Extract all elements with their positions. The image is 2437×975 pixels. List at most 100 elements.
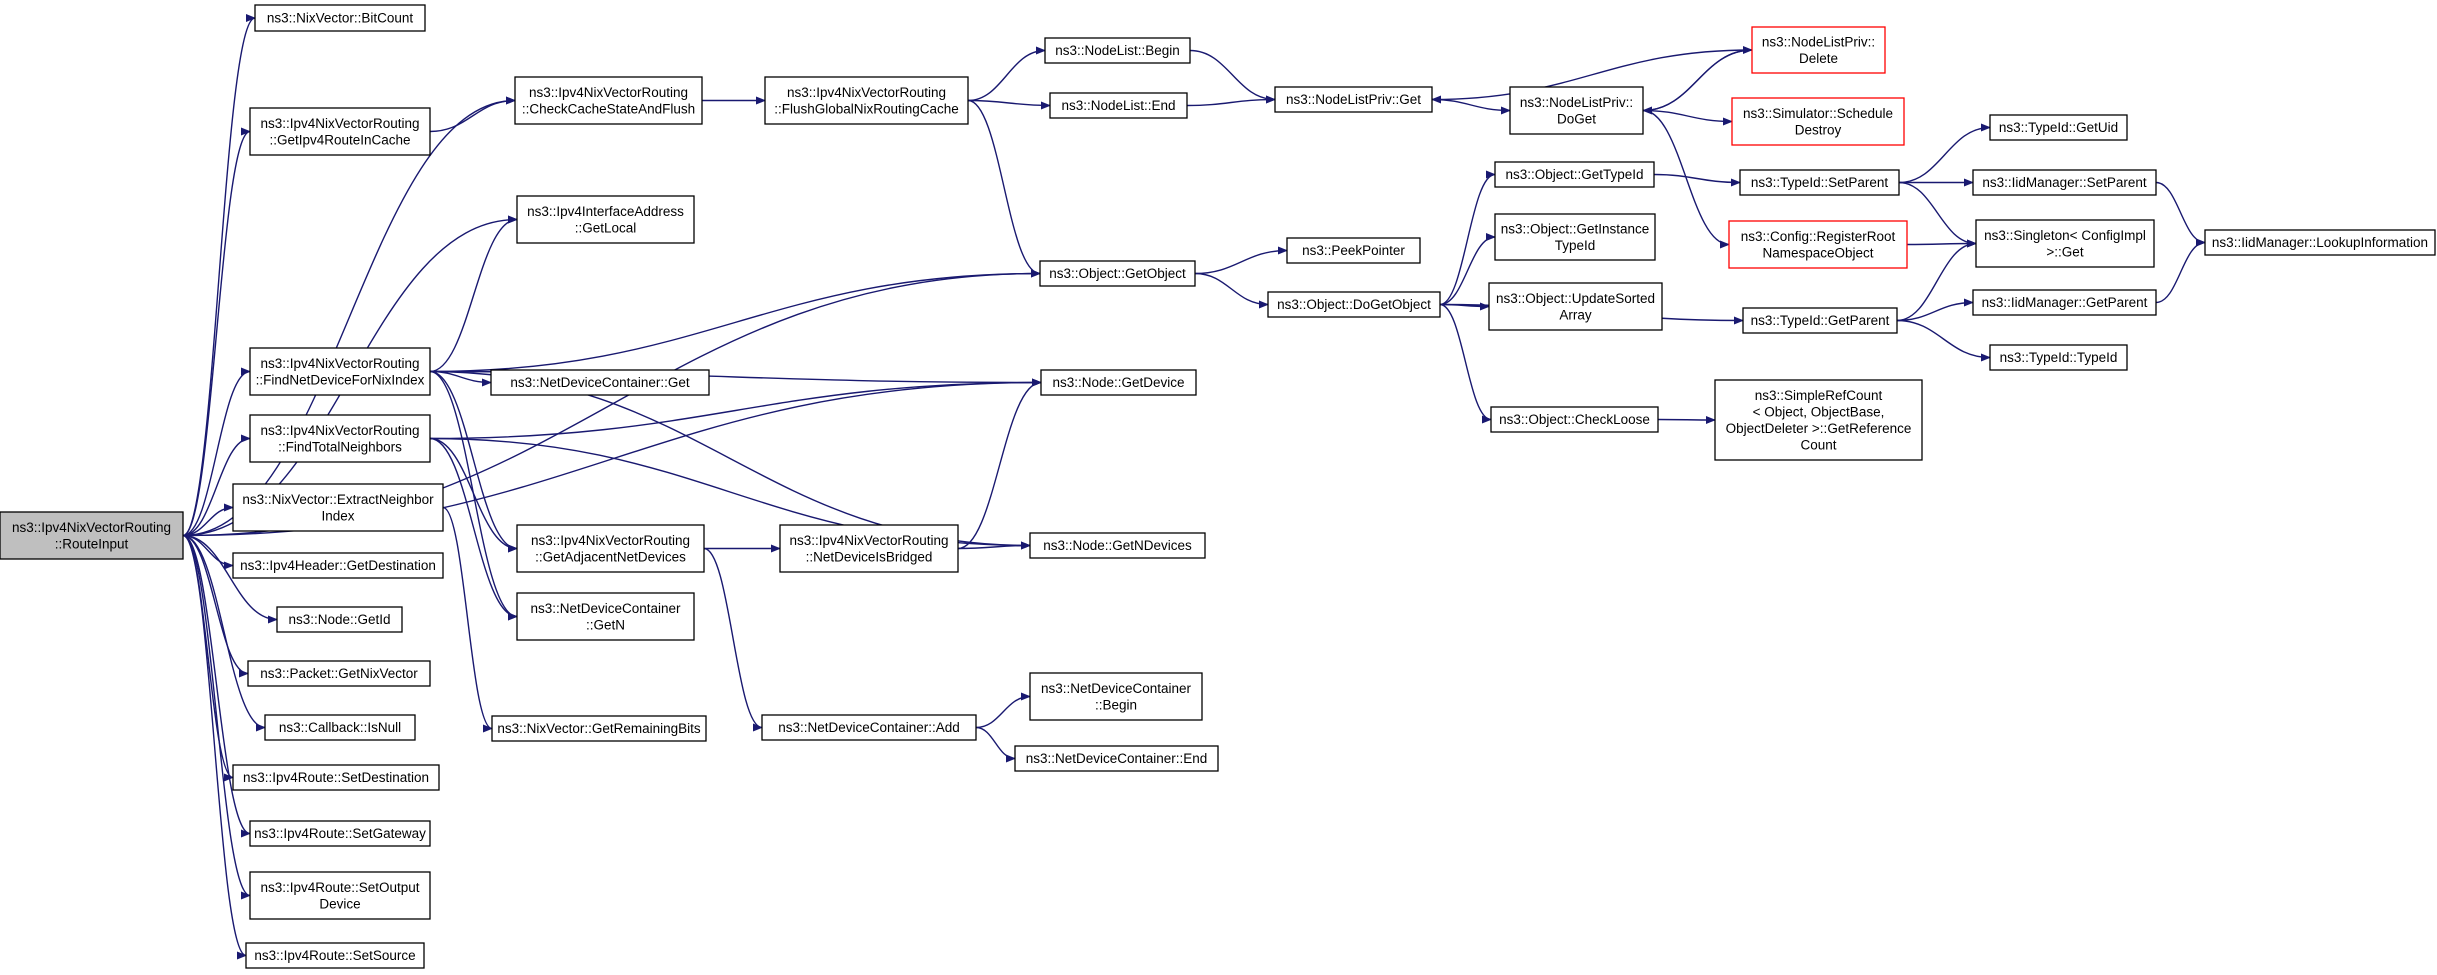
edge-typeid_setparent-to-typeid_getuid [1898,123,1991,184]
node-label: ns3::Object::UpdateSorted [1496,291,1655,306]
node-box [1972,169,2157,196]
node-label: ns3::Ipv4Route::SetSource [254,948,415,963]
node-checkcache[interactable]: ns3::Ipv4NixVectorRouting::CheckCacheSta… [514,76,703,125]
edge-route_input-to-getipv4routeincache [182,127,251,537]
node-findnetdevice[interactable]: ns3::Ipv4NixVectorRouting::FindNetDevice… [249,347,431,396]
edge-route_input-to-ipv4header_getdest [182,534,234,570]
node-box [1267,291,1441,318]
node-simplerefcount[interactable]: ns3::SimpleRefCount< Object, ObjectBase,… [1714,379,1923,461]
node-typeid-setparent[interactable]: ns3::TypeId::SetParent [1739,169,1900,196]
node-nodelistpriv-doget[interactable]: ns3::NodeListPriv::DoGet [1509,86,1644,135]
node-label: ns3::Object::GetInstance [1501,221,1650,236]
node-box [1989,344,2128,371]
edge-flushglobal-to-nodelist_end [967,99,1051,110]
node-label: ObjectDeleter >::GetReference [1726,421,1912,436]
node-netdevicecontainer-end[interactable]: ns3::NetDeviceContainer::End [1014,745,1219,772]
node-callback-isnull[interactable]: ns3::Callback::IsNull [264,714,416,741]
node-node-getid[interactable]: ns3::Node::GetId [276,606,403,633]
node-netdevicecontainer-add[interactable]: ns3::NetDeviceContainer::Add [761,714,977,741]
node-object-checkloose[interactable]: ns3::Object::CheckLoose [1490,406,1659,433]
node-label: ns3::TypeId::SetParent [1751,175,1889,190]
node-label: Device [319,896,360,911]
node-route-input[interactable]: ns3::Ipv4NixVectorRouting::RouteInput [0,511,184,560]
node-ipv4route-setsource[interactable]: ns3::Ipv4Route::SetSource [245,942,425,969]
node-nodelist-begin[interactable]: ns3::NodeList::Begin [1044,37,1191,64]
node-label: ns3::Node::GetId [288,612,390,627]
node-nodelistpriv-get[interactable]: ns3::NodeListPriv::Get [1274,86,1433,113]
node-netdevicecontainer-getn[interactable]: ns3::NetDeviceContainer::GetN [516,592,695,641]
node-label: ns3::Ipv4NixVectorRouting [260,356,419,371]
node-object-dogetobject[interactable]: ns3::Object::DoGetObject [1267,291,1441,318]
node-label: ns3::Ipv4Route::SetOutput [260,880,419,895]
edge-getadjacent-to-netdevicecontainer_add [703,547,763,732]
node-getipv4routeincache[interactable]: ns3::Ipv4NixVectorRouting::GetIpv4RouteI… [249,107,431,156]
edge-object_gettypeid-to-typeid_setparent [1653,173,1741,187]
node-label: ns3::SimpleRefCount [1755,388,1883,403]
node-singleton-get[interactable]: ns3::Singleton< ConfigImpl>::Get [1975,219,2155,268]
node-box [2204,229,2436,256]
node-label: ::NetDeviceIsBridged [806,549,933,564]
node-netdevicecontainer-get[interactable]: ns3::NetDeviceContainer::Get [490,369,710,396]
node-label: ::CheckCacheStateAndFlush [522,101,695,116]
node-ipv4route-setgateway[interactable]: ns3::Ipv4Route::SetGateway [249,820,431,847]
node-label: ns3::Node::GetDevice [1052,375,1184,390]
node-box [491,715,707,742]
node-object-getobject[interactable]: ns3::Object::GetObject [1039,260,1196,287]
node-peekpointer[interactable]: ns3::PeekPointer [1286,237,1421,264]
node-box [249,347,431,396]
node-label: ::FindTotalNeighbors [278,439,402,454]
node-box [0,511,184,560]
node-packet-getnixvector[interactable]: ns3::Packet::GetNixVector [247,660,431,687]
node-label: ns3::TypeId::GetUid [1999,120,2118,135]
node-box [1494,213,1656,261]
edge-route_input-to-node_getid [182,534,278,624]
node-box [516,195,695,244]
edge-findtotalneighbors-to-getadjacent [429,437,518,553]
node-ipv4route-setdest[interactable]: ns3::Ipv4Route::SetDestination [232,764,440,791]
node-label: ns3::NetDeviceContainer::Add [778,720,960,735]
edge-getipv4routeincache-to-checkcache [429,96,516,133]
edge-findnetdevice-to-getadjacent [429,370,518,553]
node-nixvector-getremaining[interactable]: ns3::NixVector::GetRemainingBits [491,715,707,742]
node-findtotalneighbors[interactable]: ns3::Ipv4NixVectorRouting::FindTotalNeig… [249,414,431,463]
node-label: DoGet [1557,111,1596,126]
node-getlocal[interactable]: ns3::Ipv4InterfaceAddress::GetLocal [516,195,695,244]
node-label: ns3::Ipv4NixVectorRouting [529,85,688,100]
node-ipv4header-getdest[interactable]: ns3::Ipv4Header::GetDestination [232,552,444,579]
node-label: ns3::IidManager::LookupInformation [2212,235,2428,250]
node-node-getndevices[interactable]: ns3::Node::GetNDevices [1029,532,1206,559]
node-label: ns3::NixVector::GetRemainingBits [497,721,701,736]
node-getadjacent[interactable]: ns3::Ipv4NixVectorRouting::GetAdjacentNe… [516,524,705,573]
node-label: ns3::Node::GetNDevices [1043,538,1192,553]
node-iidmanager-lookup[interactable]: ns3::IidManager::LookupInformation [2204,229,2436,256]
node-node-getdevice[interactable]: ns3::Node::GetDevice [1040,369,1197,396]
edge-route_input-to-findtotalneighbors [182,434,251,537]
node-typeid-getparent[interactable]: ns3::TypeId::GetParent [1742,307,1898,334]
node-label: ns3::NetDeviceContainer [1041,681,1192,696]
node-typeid-typeid[interactable]: ns3::TypeId::TypeId [1989,344,2128,371]
node-nodelistpriv-delete[interactable]: ns3::NodeListPriv::Delete [1751,26,1886,74]
node-label: Destroy [1795,122,1842,137]
node-bitcount[interactable]: ns3::NixVector::BitCount [254,4,426,32]
node-iidmanager-getparent[interactable]: ns3::IidManager::GetParent [1972,289,2157,316]
node-box [1029,672,1203,721]
node-iidmanager-setparent[interactable]: ns3::IidManager::SetParent [1972,169,2157,196]
node-label: Index [321,508,354,523]
edge-route_input-to-callback_isnull [182,534,266,732]
node-nodelist-end[interactable]: ns3::NodeList::End [1049,92,1188,119]
node-box [1014,745,1219,772]
node-label: ::FlushGlobalNixRoutingCache [774,101,959,116]
node-object-gettypeid[interactable]: ns3::Object::GetTypeId [1494,161,1655,188]
node-typeid-getuid[interactable]: ns3::TypeId::GetUid [1989,114,2128,141]
node-label: ns3::Ipv4Header::GetDestination [240,558,436,573]
node-netdevicecontainer-begin[interactable]: ns3::NetDeviceContainer::Begin [1029,672,1203,721]
node-netdeviceisbridged[interactable]: ns3::Ipv4NixVectorRouting::NetDeviceIsBr… [779,524,959,573]
node-box [1039,260,1196,287]
node-flushglobal[interactable]: ns3::Ipv4NixVectorRouting::FlushGlobalNi… [764,76,969,125]
